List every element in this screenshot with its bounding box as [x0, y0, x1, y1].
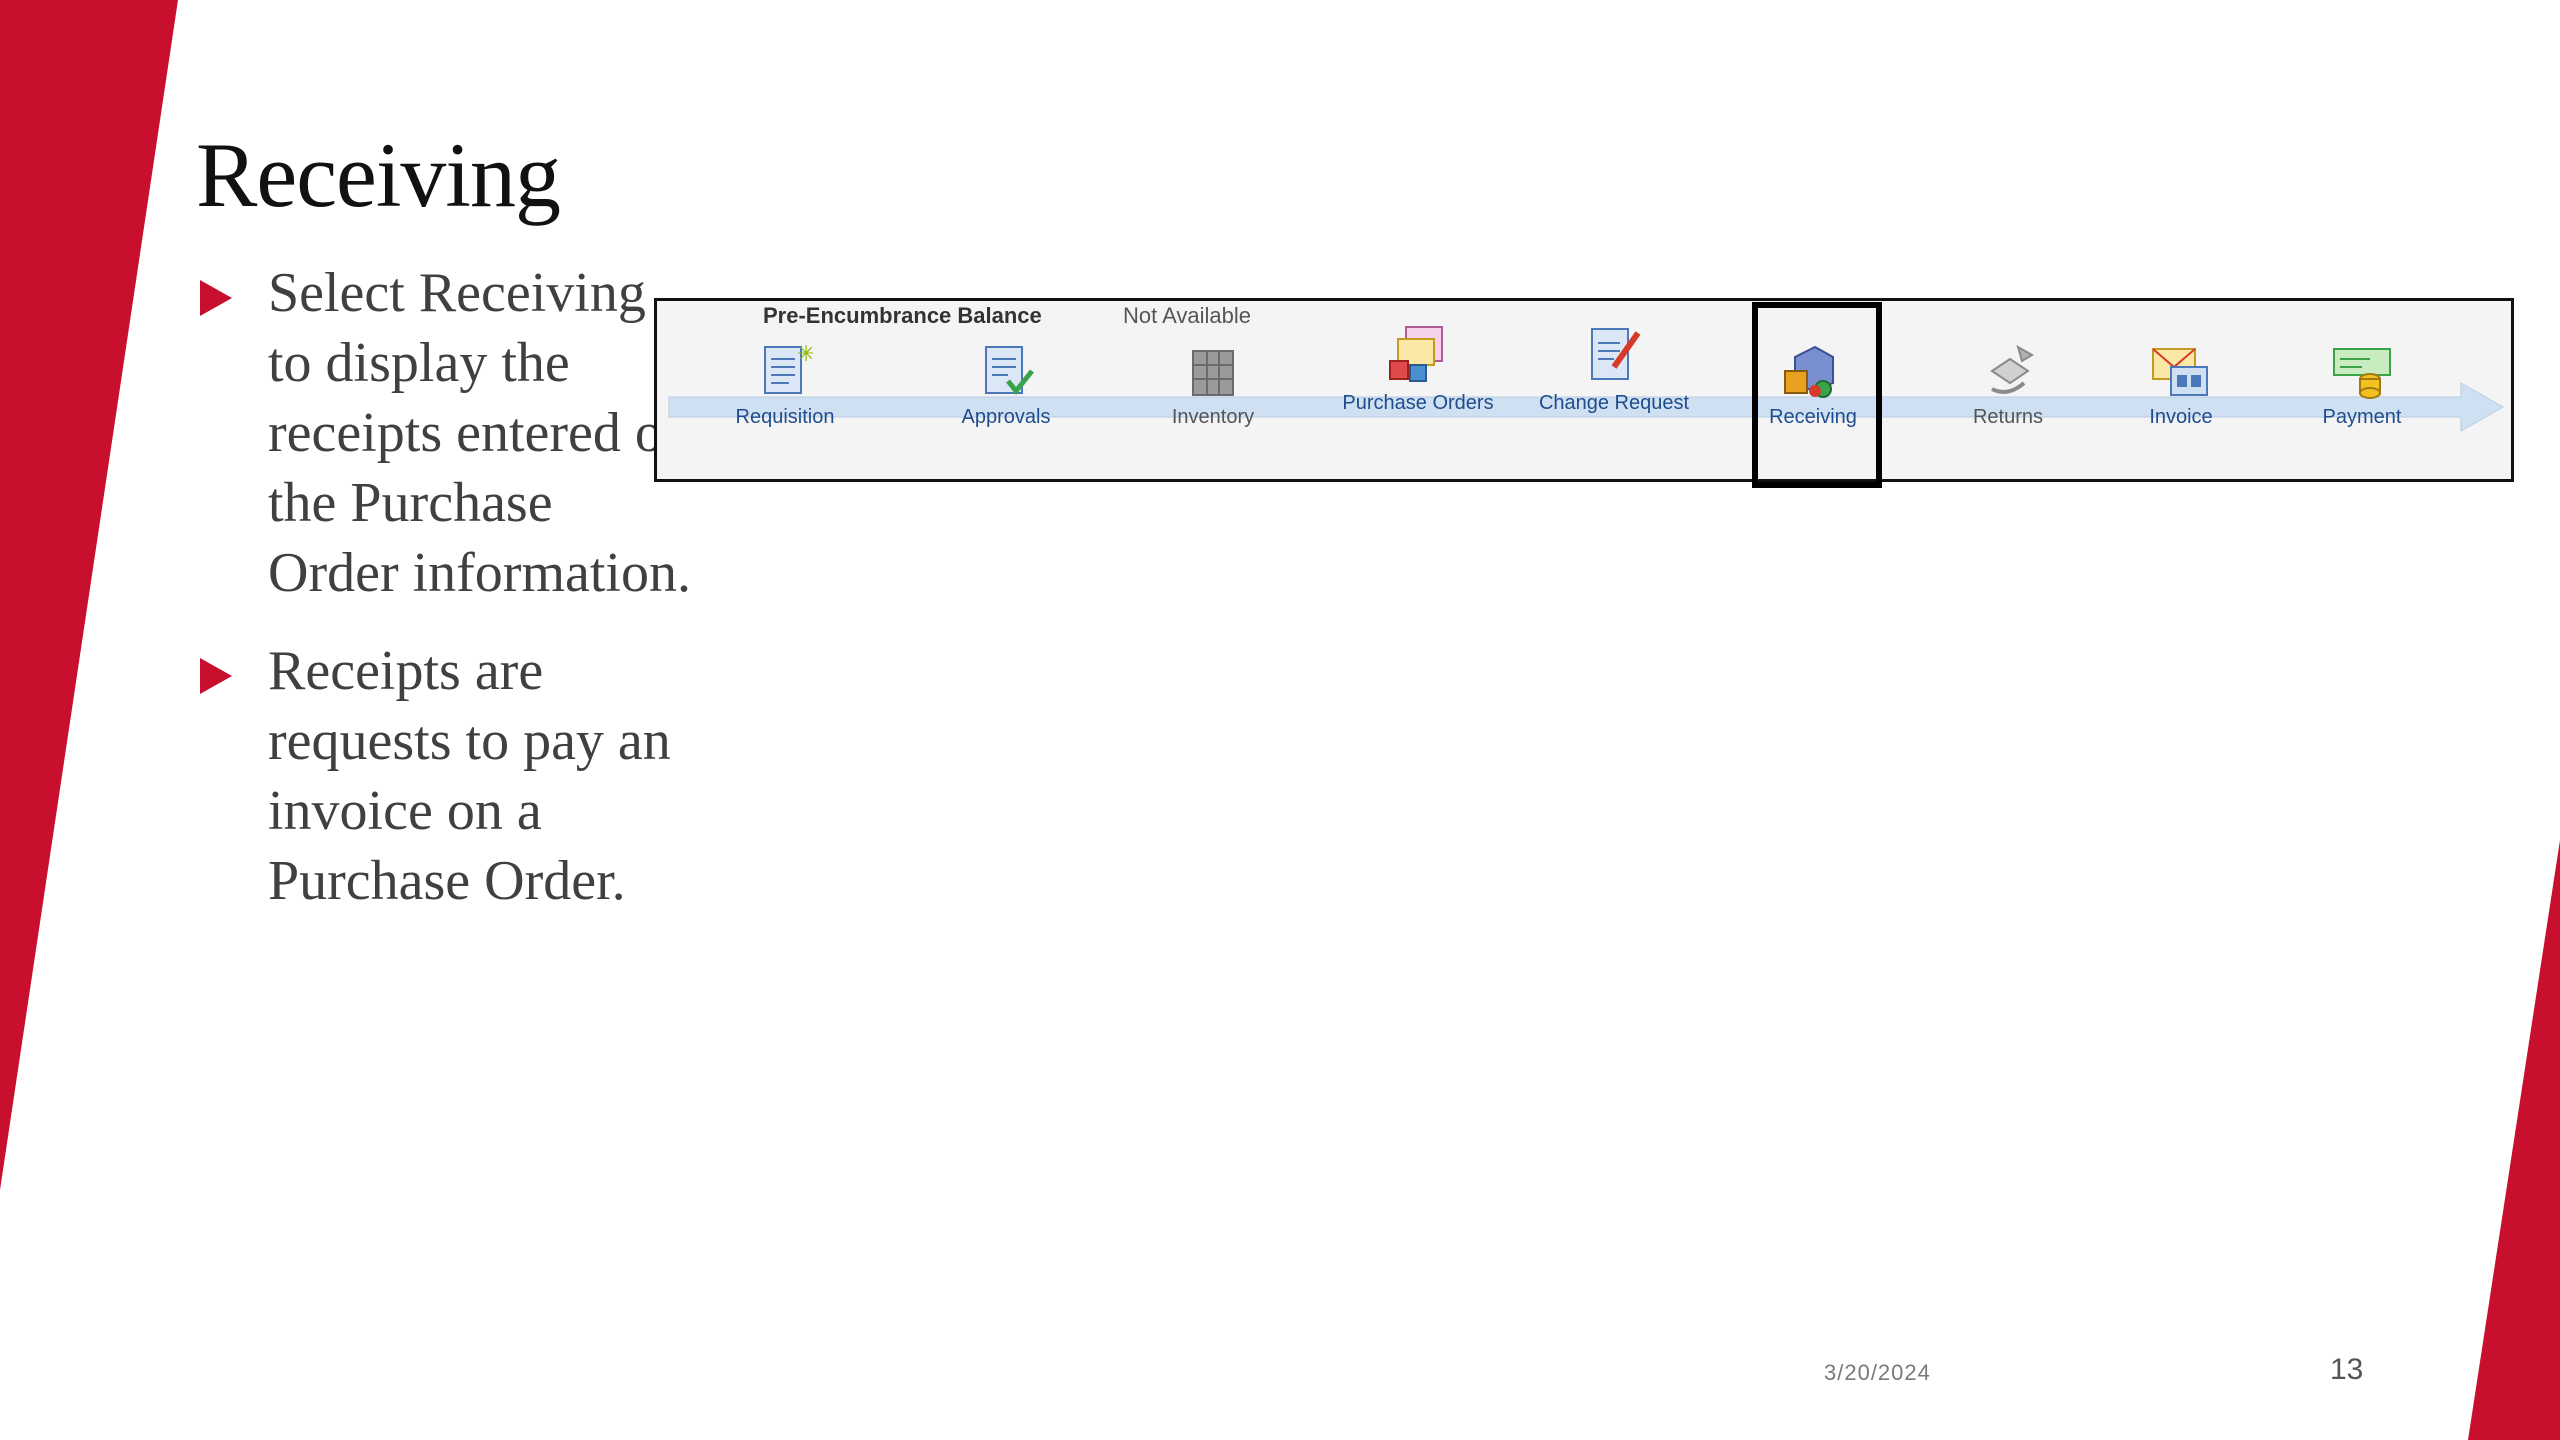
- triangle-bullet-icon: [200, 658, 232, 694]
- slide-date: 3/20/2024: [1824, 1360, 1931, 1385]
- step-label: Payment: [2322, 406, 2402, 428]
- approvals-icon: [985, 346, 1034, 396]
- bullet-text: Select Receiving to display the receipts…: [268, 262, 691, 604]
- procurement-flow-screenshot: Pre-Encumbrance Balance Not Available ✳ …: [654, 298, 2514, 482]
- bullet-item: Select Receiving to display the receipts…: [196, 258, 696, 608]
- receiving-highlight-box: [1752, 302, 1882, 488]
- inventory-icon: [1192, 350, 1234, 396]
- step-label: Requisition: [735, 406, 835, 428]
- step-inventory[interactable]: Inventory: [1133, 341, 1293, 431]
- step-label: Receiving: [1769, 406, 1857, 428]
- step-label: Change Request: [1538, 392, 1690, 414]
- bullet-item: Receipts are requests to pay an invoice …: [196, 636, 696, 916]
- step-label: Approvals: [961, 406, 1051, 428]
- bullet-list: Select Receiving to display the receipts…: [196, 258, 696, 944]
- requisition-icon: ✳: [764, 342, 813, 394]
- invoice-icon: [2152, 348, 2208, 396]
- step-change-request[interactable]: Change Request: [1534, 325, 1694, 417]
- triangle-bullet-icon: [200, 280, 232, 316]
- returns-icon: [1990, 344, 2034, 394]
- purchase-orders-icon: [1389, 326, 1443, 382]
- step-returns[interactable]: Returns: [1928, 341, 2088, 431]
- step-payment[interactable]: Payment: [2282, 341, 2442, 431]
- step-requisition[interactable]: ✳ Requisition: [705, 341, 865, 431]
- step-purchase-orders[interactable]: Purchase Orders: [1338, 325, 1498, 417]
- change-request-icon: [1591, 328, 1641, 380]
- slide-title: Receiving: [196, 124, 561, 226]
- bullet-text: Receipts are requests to pay an invoice …: [268, 640, 671, 912]
- pre-encumbrance-label: Pre-Encumbrance Balance: [763, 303, 1042, 328]
- step-approvals[interactable]: Approvals: [926, 341, 1086, 431]
- step-label: Invoice: [2149, 406, 2213, 428]
- left-red-band: [0, 0, 178, 1190]
- right-red-band: [2468, 840, 2560, 1440]
- slide-number: 13: [2330, 1353, 2364, 1386]
- step-label: Inventory: [1171, 406, 1255, 428]
- svg-text:✳: ✳: [797, 342, 813, 367]
- flow-arrow: [668, 382, 2505, 432]
- payment-icon: [2333, 348, 2391, 399]
- pre-encumbrance-value: Not Available: [1123, 303, 1252, 328]
- step-invoice[interactable]: Invoice: [2101, 341, 2261, 431]
- step-label: Returns: [1972, 406, 2044, 428]
- step-label: Purchase Orders: [1342, 392, 1494, 414]
- step-receiving[interactable]: Receiving: [1733, 341, 1893, 431]
- receiving-icon: [1784, 345, 1834, 398]
